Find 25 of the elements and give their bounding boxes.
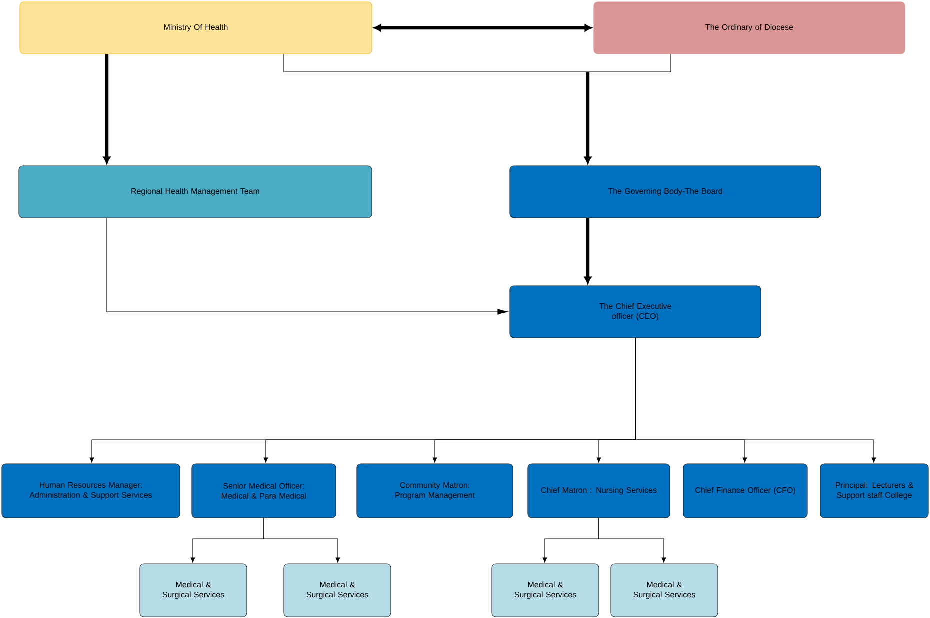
connector-line (284, 54, 588, 72)
board-box: The Governing Body-The Board (510, 166, 822, 218)
arrow (598, 518, 666, 563)
agency-box: Ministry Of Health (20, 2, 372, 54)
department-box: Human Resources Manager: Administration & Support Services (2, 464, 180, 518)
arrow (584, 72, 592, 164)
arrow (106, 218, 508, 315)
arrow (103, 54, 111, 164)
team-box: Regional Health Management Team (18, 166, 372, 218)
connector-line (588, 54, 672, 72)
department-box: Senior Medical Officer: Medical & Para Medical (192, 464, 336, 518)
arrow (264, 518, 340, 563)
arrow (636, 338, 876, 463)
department-box: Community Matron: Program Management (356, 464, 514, 518)
service-box: Medical & Surgical Services (492, 564, 600, 618)
arrow (374, 24, 592, 32)
arrow (584, 218, 592, 284)
department-box: Principal: Lecturers & Support staff College (820, 464, 929, 518)
department-box: Chief Finance Officer (CFO) (683, 464, 808, 518)
officer-box: The Chief Executive officer (CEO) (510, 286, 762, 338)
department-box: Chief Matron : Nursing Services (528, 464, 670, 518)
service-box: Medical & Surgical Services (284, 564, 392, 618)
agency-box: The Ordinary of Diocese (594, 2, 906, 54)
service-box: Medical & Surgical Services (140, 564, 248, 618)
service-box: Medical & Surgical Services (610, 564, 718, 618)
